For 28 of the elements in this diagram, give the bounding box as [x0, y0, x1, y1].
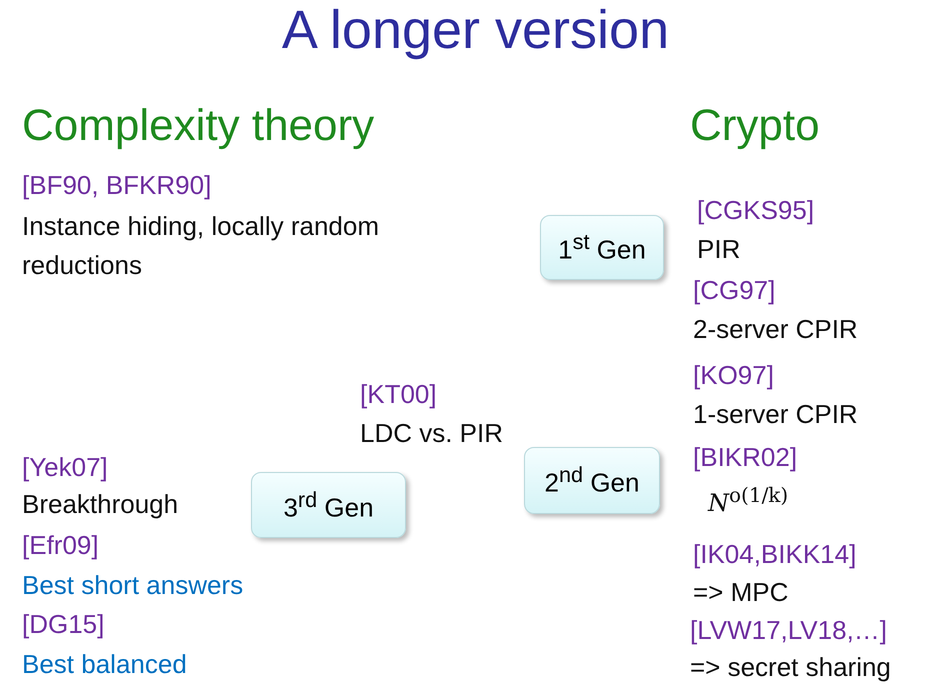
- section-heading: Crypto: [690, 100, 820, 152]
- highlight-text: Best balanced: [22, 648, 187, 681]
- generation-box: 2$^{nd}$ Gen: [524, 447, 660, 514]
- citation-text: [CG97]: [693, 274, 776, 307]
- body-text: => secret sharing: [690, 651, 891, 684]
- body-text: Instance hiding, locally random reductions: [22, 210, 380, 282]
- citation-text: [CGKS95]: [697, 194, 814, 227]
- citation-text: [Yek07]: [22, 451, 108, 484]
- citation-text: [LVW17,LV18,…]: [690, 614, 888, 647]
- generation-box: 3$^{rd}$ Gen: [251, 472, 406, 538]
- body-text: 2-server CPIR: [693, 313, 858, 346]
- body-text: => MPC: [693, 576, 788, 609]
- body-text: Breakthrough: [22, 488, 178, 521]
- citation-text: [IK04,BIKK14]: [693, 538, 856, 571]
- citation-text: [KT00]: [360, 378, 437, 411]
- citation-text: [BIKR02]: [693, 441, 798, 474]
- citation-text: [BF90, BFKR90]: [22, 169, 212, 202]
- generation-box: 1$^{st}$ Gen: [540, 215, 664, 280]
- citation-text: [KO97]: [693, 359, 774, 392]
- body-text: LDC vs. PIR: [360, 417, 504, 450]
- highlight-text: Best short answers: [22, 569, 244, 602]
- citation-text: [Efr09]: [22, 529, 99, 562]
- slide-title: A longer version: [280, 0, 670, 62]
- body-text: 1-server CPIR: [693, 398, 858, 431]
- section-heading: Complexity theory: [22, 100, 374, 152]
- citation-text: [DG15]: [22, 608, 104, 641]
- body-text: PIR: [697, 233, 740, 266]
- formula-text: N$^{o(1/k)}$: [708, 482, 788, 519]
